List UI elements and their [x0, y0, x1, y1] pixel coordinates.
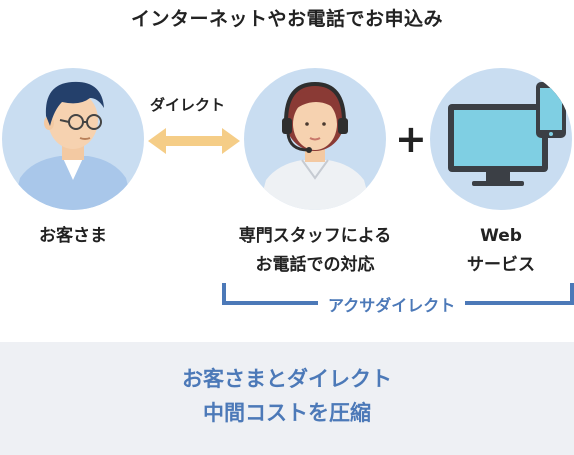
- summary-line2: 中間コストを圧縮: [203, 401, 371, 425]
- double-arrow-icon: [148, 128, 240, 154]
- staff-avatar: [244, 68, 386, 210]
- web-label-line1: Web: [480, 226, 522, 246]
- bottom-summary-panel: [0, 342, 574, 455]
- summary-line1: お客さまとダイレクト: [182, 367, 392, 391]
- staff-label-line1: 専門スタッフによる: [238, 226, 392, 246]
- staff-label-line2: お電話での対応: [255, 255, 375, 275]
- customer-avatar: [2, 68, 144, 210]
- page-title: インターネットやお電話でお申込み: [130, 8, 443, 30]
- customer-label: お客さま: [39, 226, 107, 246]
- web-service-avatar: [430, 68, 572, 210]
- plus-icon: +: [395, 117, 427, 161]
- customer-illustration: [12, 81, 134, 210]
- direct-arrow-label: ダイレクト: [150, 96, 226, 114]
- axa-direct-label: アクサダイレクト: [318, 292, 466, 316]
- computer-and-phone-icon: [448, 82, 566, 186]
- staff-illustration: [258, 81, 372, 210]
- web-label-line2: サービス: [467, 255, 535, 275]
